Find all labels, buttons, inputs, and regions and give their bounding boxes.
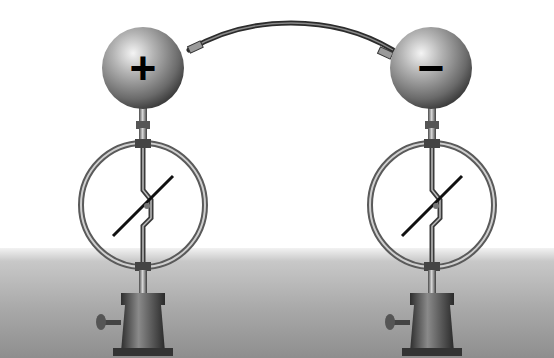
charged-sphere: − — [389, 26, 473, 110]
charge-sign: − — [389, 26, 473, 110]
charge-sign: + — [101, 26, 185, 110]
charged-sphere: + — [101, 26, 185, 110]
connecting-cable — [188, 23, 394, 59]
